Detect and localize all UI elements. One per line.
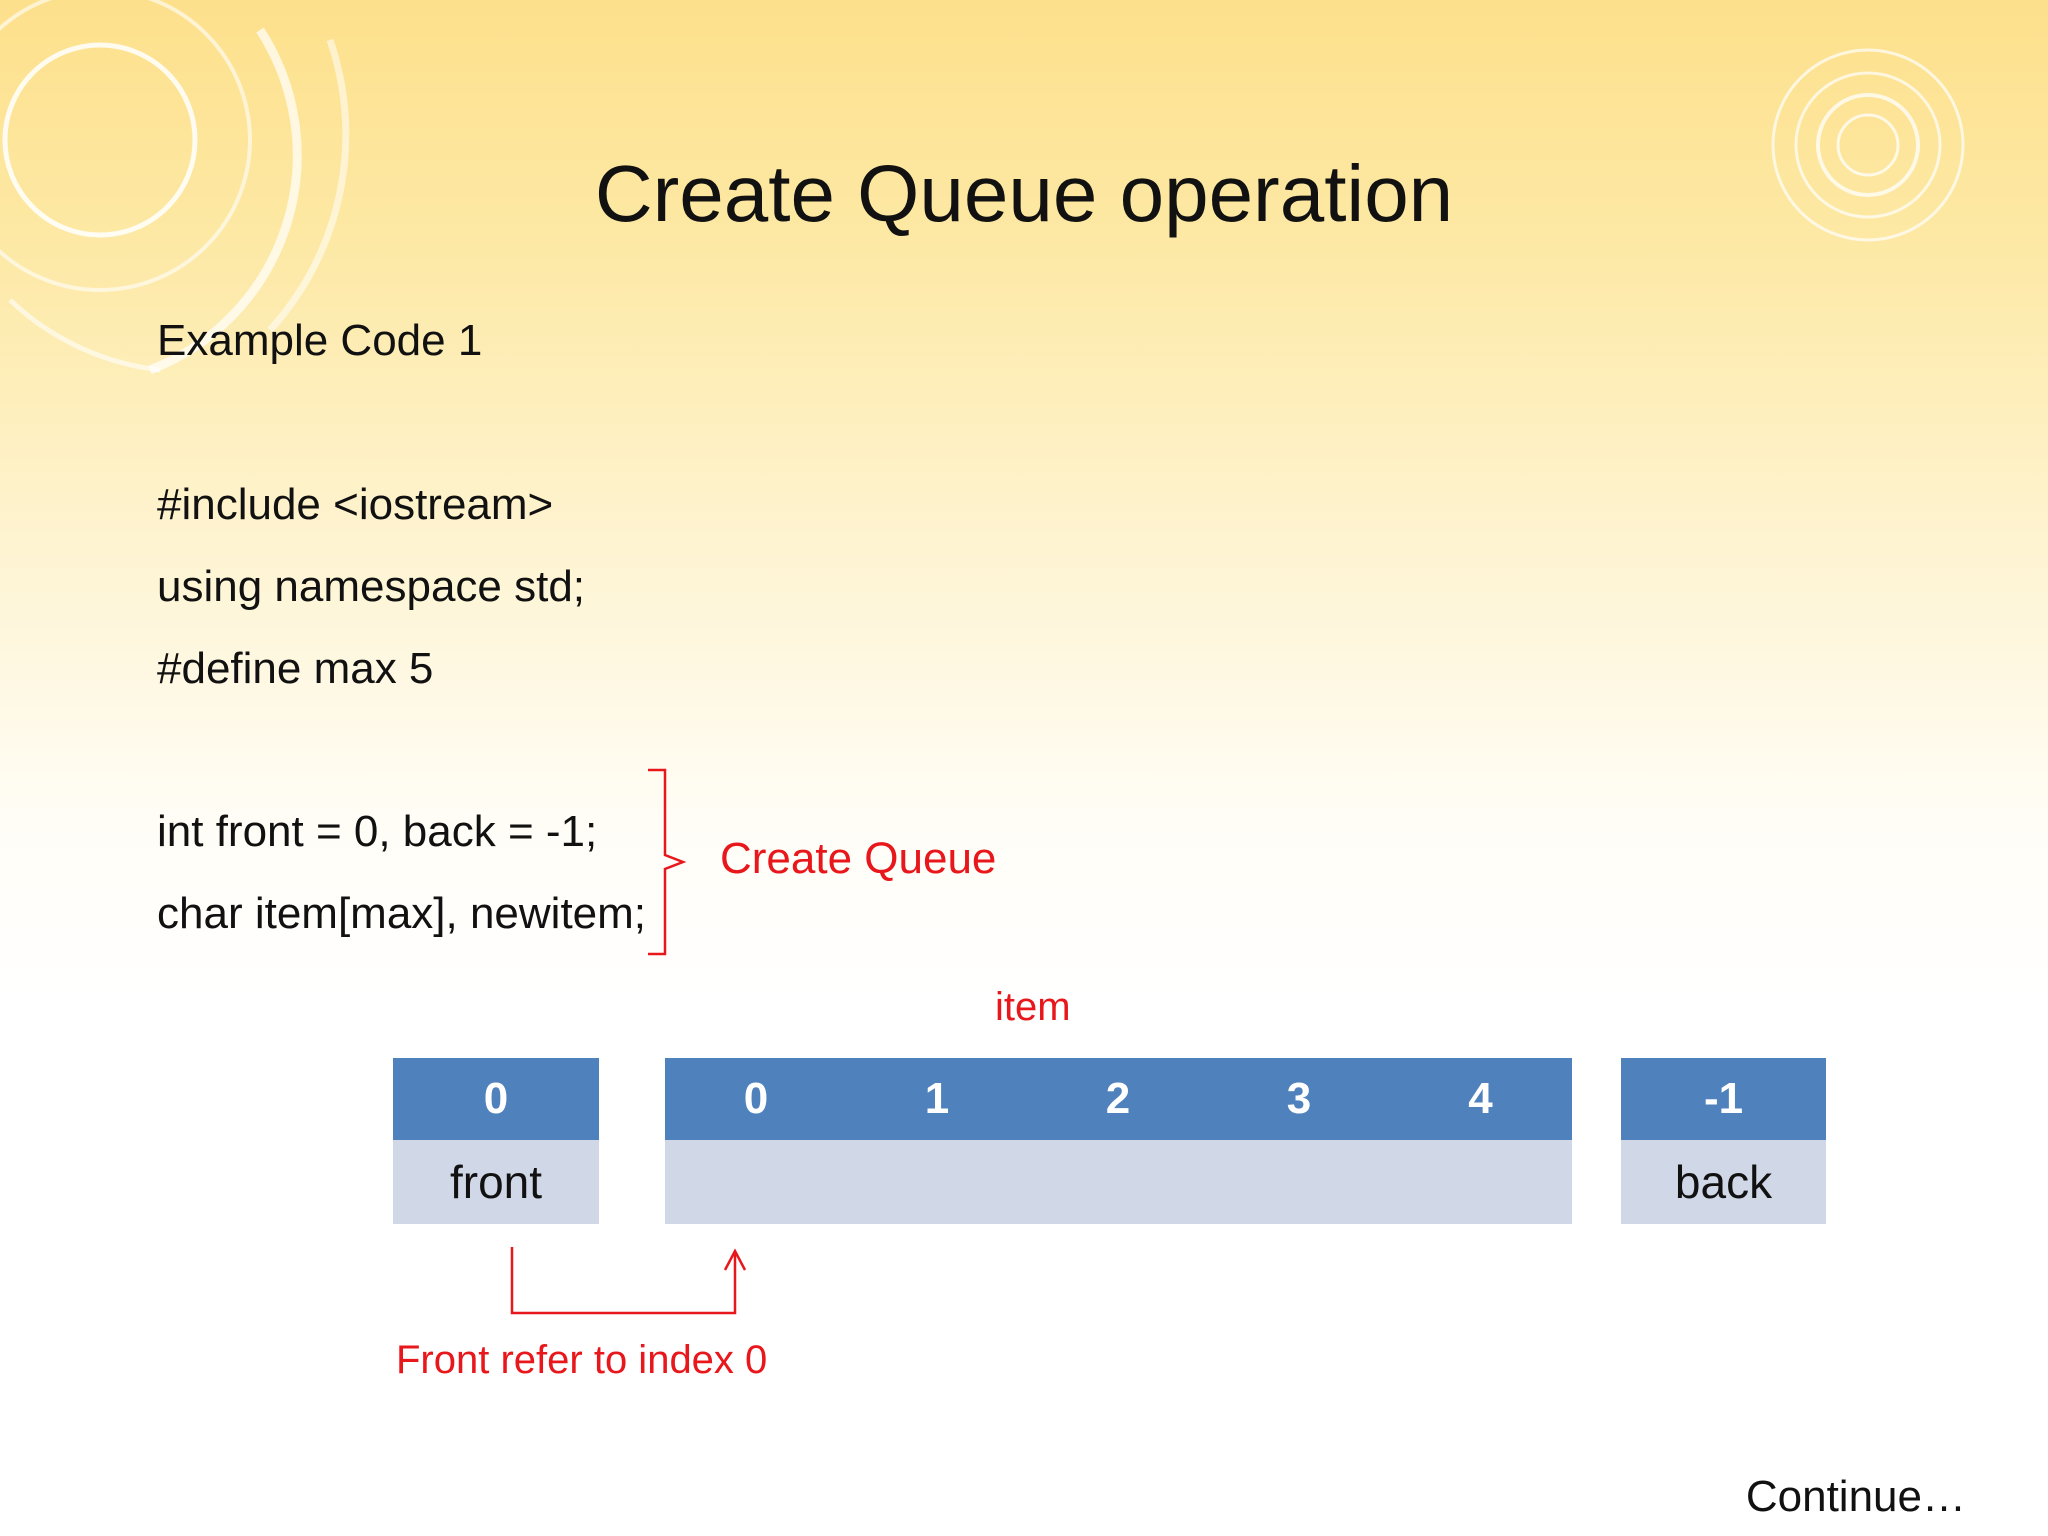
item-array-label: item	[995, 985, 1071, 1029]
code-line-using: using namespace std;	[157, 562, 586, 611]
code-line-include: #include <iostream>	[157, 480, 554, 529]
item-value-row	[665, 1140, 1572, 1224]
item-index-cell: 4	[1389, 1058, 1572, 1140]
item-index-cell: 2	[1027, 1058, 1209, 1140]
code-line-item: char item[max], newitem;	[157, 889, 647, 938]
front-label-cell: front	[393, 1140, 599, 1224]
item-index-cell: 0	[665, 1058, 847, 1140]
item-index-cell: 3	[1209, 1058, 1389, 1140]
continue-label: Continue…	[1745, 1472, 1966, 1521]
back-value-cell: -1	[1621, 1058, 1826, 1140]
code-line-front-back: int front = 0, back = -1;	[157, 807, 598, 856]
slide-title: Create Queue operation	[594, 149, 1454, 238]
item-index-cell: 1	[847, 1058, 1027, 1140]
create-queue-annotation: Create Queue	[720, 834, 997, 883]
front-value-cell: 0	[393, 1058, 599, 1140]
code-line-define: #define max 5	[157, 644, 434, 693]
back-label-cell: back	[1621, 1140, 1826, 1224]
front-pointer-note: Front refer to index 0	[396, 1338, 768, 1382]
example-label: Example Code 1	[157, 316, 483, 365]
